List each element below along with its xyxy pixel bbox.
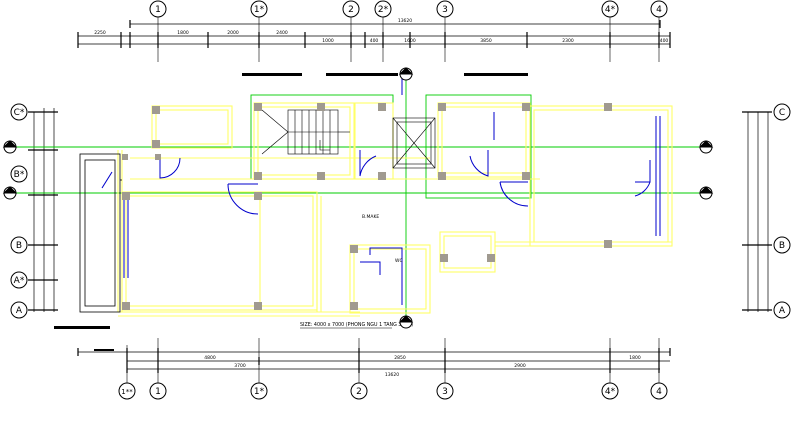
grid-bubble-left-bstar: B* [10,165,28,183]
grid-bubble-bottom-4: 4 [650,382,668,400]
grid-bubble-top-2: 2 [342,0,360,18]
svg-text:3: 3 [442,5,448,15]
svg-text:4*: 4* [605,5,616,15]
staircase [261,109,350,155]
section-marker-left-top [2,140,18,154]
grid-bubble-bottom-2: 2 [350,382,368,400]
section-marker-right-top [698,140,714,154]
walls [117,102,673,317]
grid-bubble-left-a: A [10,301,28,319]
room-note-bmake: B.MAKE [362,214,379,220]
grid-bubble-right-b: B [773,236,791,254]
dim-bottom-4: 2900 [514,363,526,369]
svg-text:3: 3 [442,387,448,397]
bottom-note-text: SIZE: 4000 x 7000 (PHONG NGU 1 TANG 3 & … [300,322,413,328]
svg-text:A: A [16,306,23,316]
svg-text:1*: 1* [254,387,265,397]
grid-bubble-bottom-1: 1 [149,382,167,400]
bottom-dimension-texts: 4800 2850 3700 2900 1800 13620 [204,355,641,378]
bottom-note: SIZE: 4000 x 7000 (PHONG NGU 1 TANG 3 & … [300,322,413,329]
section-marker-left-bottom [2,186,18,200]
top-dimension-chains [77,20,671,48]
bottom-dimension-chains [77,348,671,373]
svg-text:B*: B* [14,170,25,180]
lobby-outline [79,153,122,313]
grid-bubbles-bottom: 1** 1 1* 2 3 4* 4 [118,382,668,400]
grid-bubble-left-b: B [10,236,28,254]
dim-bottom-5: 1800 [629,355,641,361]
svg-text:2: 2 [348,5,354,15]
svg-text:1: 1 [155,5,161,15]
dim-bottom-1: 4800 [204,355,216,361]
svg-text:1*: 1* [254,5,265,15]
overall-dim-top: 13620 [398,18,412,24]
section-marker-right-bottom [698,186,714,200]
dim-bottom-2: 2850 [394,355,406,361]
grid-bubbles-right: C B A [773,103,791,319]
columns [122,103,612,310]
svg-text:4: 4 [656,5,662,15]
dim-top-8: 3850 [480,38,492,44]
grid-bubble-top-1: 1 [149,0,167,18]
grid-bubble-top-1star: 1* [250,0,268,18]
grid-bubbles-top: 1 1* 2 2* 3 4* 4 [149,0,668,18]
side-dimension-chains [28,108,772,312]
grid-bubble-bottom-4star: 4* [601,382,619,400]
svg-text:1**: 1** [121,388,133,396]
dim-bottom-3: 3700 [234,363,246,369]
grid-bubble-bottom-3: 3 [436,382,454,400]
room-notes: WC B.MAKE [362,214,403,264]
dim-top-1: 2250 [94,30,106,36]
svg-text:2: 2 [356,387,362,397]
svg-text:B: B [16,241,22,251]
grid-bubble-left-astar: A* [10,271,28,289]
grid-bubble-top-3: 3 [436,0,454,18]
dim-top-2: 1800 [177,30,189,36]
grid-bubble-left-cstar: C* [10,103,28,121]
section-bars [54,73,528,351]
dim-top-3: 2000 [227,30,239,36]
grid-bubble-bottom-1star: 1* [250,382,268,400]
dim-top-4: 2400 [276,30,288,36]
grid-bubble-right-c: C [773,103,791,121]
svg-text:4*: 4* [605,387,616,397]
section-marker-top [398,67,414,81]
overall-dim-bottom: 13620 [385,372,399,378]
svg-text:2*: 2* [378,5,389,15]
svg-text:C*: C* [14,108,25,118]
section-marker-bottom [398,315,414,329]
grid-bubble-right-a: A [773,301,791,319]
grid-bubble-top-4: 4 [650,0,668,18]
top-dimension-texts: 13620 2250 1800 2000 2400 1000 400 1600 … [94,18,668,44]
svg-text:A: A [779,306,786,316]
svg-text:B: B [779,241,785,251]
grid-bubbles-left: C* B* B A* A [10,103,28,319]
dim-top-5: 1000 [322,38,334,44]
doors [101,75,661,305]
section-markers [2,67,714,329]
svg-text:A*: A* [14,276,25,286]
room-note-wc: WC [395,258,403,264]
svg-text:4: 4 [656,387,662,397]
dim-top-6: 400 [370,38,379,44]
dim-top-10: 400 [660,38,669,44]
grid-bubble-top-4star: 4* [601,0,619,18]
svg-text:C: C [779,108,785,118]
grid-bubble-bottom-1dstar: 1** [118,382,136,400]
dim-top-7: 1600 [404,38,416,44]
svg-text:1: 1 [155,387,161,397]
grid-bubble-top-2star: 2* [374,0,392,18]
dim-top-9: 2300 [562,38,574,44]
shaft-cross [392,117,436,169]
